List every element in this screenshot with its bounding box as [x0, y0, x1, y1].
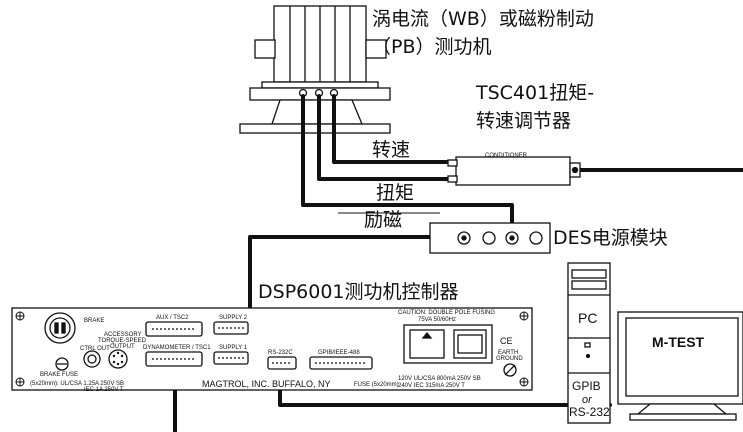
maker-text: MAGTROL, INC. BUFFALO, NY — [202, 379, 331, 389]
brake-outlet — [44, 312, 76, 344]
rs232-label: RS-232 — [569, 405, 610, 419]
tsc-title-2: 转速调节器 — [476, 110, 571, 132]
ctrl-out-jack — [83, 350, 101, 368]
dyno-shaft-right — [365, 39, 387, 59]
brake-title: 涡电流（WB）或磁粉制动 — [372, 8, 594, 30]
dyno-base — [239, 123, 391, 134]
tsc-title: TSC401扭矩- — [475, 82, 594, 104]
aux-text: AUX / TSC2 — [156, 315, 189, 321]
ground-text: GROUND — [496, 356, 523, 362]
gpib-port — [309, 356, 373, 370]
des-socket-2 — [482, 231, 496, 245]
des-socket-4 — [529, 231, 543, 245]
earth-ground-terminal — [503, 363, 517, 377]
output-text: OUTPUT — [110, 344, 135, 350]
accessory-text: ACCESSORY — [104, 332, 142, 338]
des-label: DES电源模块 — [553, 227, 668, 249]
torque-label: 扭矩 — [376, 182, 414, 204]
dsp6001-panel — [11, 307, 533, 391]
supply2-port — [213, 321, 249, 335]
monitor-screen — [625, 317, 739, 397]
brake-text: BRAKE — [84, 318, 104, 324]
supply1-text: SUPPLY 1 — [219, 345, 248, 351]
ce-mark: CE — [500, 336, 513, 346]
torque-speed-text: TORQUE-SPEED — [98, 338, 147, 344]
excitation-cable — [301, 94, 514, 238]
panel-outline — [11, 307, 533, 391]
speed-cable — [332, 94, 457, 164]
rs232c-port — [267, 356, 297, 370]
caution-text: CAUTION: DOUBLE POLE FUSING — [398, 310, 495, 316]
earth-text: EARTH — [498, 350, 518, 356]
gpib-port-text: GPIB/IEEE-488 — [318, 350, 360, 356]
pc-label: PC — [578, 310, 597, 326]
rating-text: 75VA 50/60Hz — [418, 317, 456, 323]
excitation-label: 励磁 — [364, 209, 402, 231]
fuse2-spec-2: 240V IEC 315mA 250V T — [398, 383, 465, 389]
or-label: or — [582, 394, 593, 406]
pc-tower — [567, 262, 611, 424]
des-to-dsp-cable — [248, 235, 466, 310]
gpib-label: GPIB — [572, 379, 601, 393]
supply2-text: SUPPLY 2 — [219, 315, 248, 321]
ctrl-out-text: CTRL OUT — [80, 346, 110, 352]
dyno-text: DYNAMOMETER / TSC1 — [143, 345, 211, 351]
des-power-module — [429, 222, 551, 254]
conditioner-label: CONDITIONER — [485, 153, 528, 159]
accessory-connector — [108, 349, 128, 369]
supply1-port — [213, 351, 249, 365]
tsc401-conditioner — [447, 156, 581, 186]
aux-tsc2-port — [145, 321, 203, 337]
mtest-label: M-TEST — [652, 334, 705, 350]
torque-cable — [317, 94, 457, 181]
fuse2-text: FUSE (5x20mm) — [354, 382, 399, 388]
power-entry-module — [403, 324, 493, 364]
brake-title-2: （PB）测功机 — [372, 36, 492, 58]
dynamometer — [239, 5, 391, 134]
fuse-spec-1: (5x20mm): UL/CSA 1.25A 250V SB — [30, 381, 124, 387]
conditioner-body — [455, 156, 571, 186]
dyno-shaft-left — [254, 39, 276, 59]
dsp-title: DSP6001测功机控制器 — [258, 281, 459, 303]
monitor — [617, 311, 743, 421]
brake-fuse-text: BRAKE FUSE — [40, 372, 78, 378]
rs232c-text: RS-232C — [268, 350, 293, 356]
fuse-spec-2: IEC 1A 250V T — [84, 387, 124, 393]
fuse2-spec-1: 120V UL/CSA 800mA 250V SB — [398, 376, 481, 382]
brake-fuse-holder — [55, 357, 69, 371]
speed-label: 转速 — [372, 139, 410, 161]
dynamometer-tsc1-port — [145, 351, 203, 367]
